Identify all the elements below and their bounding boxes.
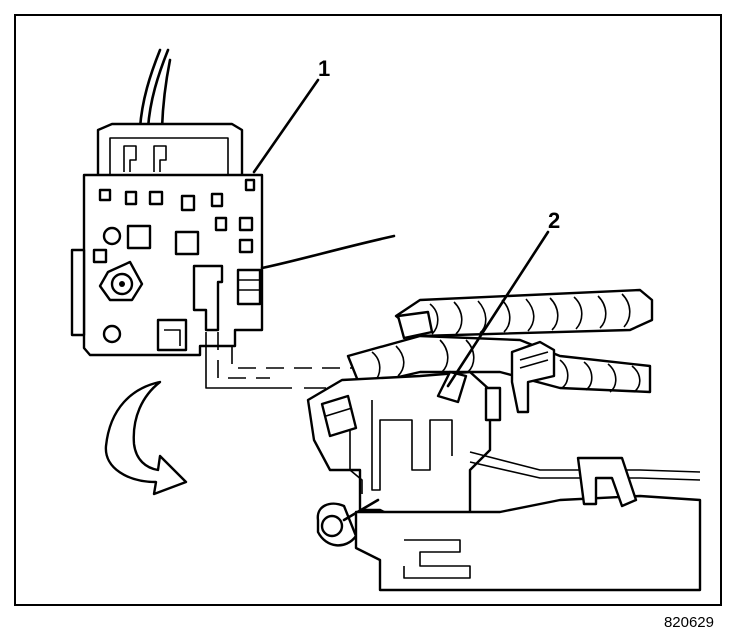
curved-arrow-icon: [104, 380, 188, 496]
callout-retainer: 2: [548, 208, 561, 233]
relay-assembly: [70, 48, 396, 357]
callout-relay: 1: [318, 56, 331, 81]
leader-lines: [252, 78, 550, 388]
figure-id: 820629: [663, 614, 714, 631]
harness-bracket-assembly: [306, 288, 702, 592]
